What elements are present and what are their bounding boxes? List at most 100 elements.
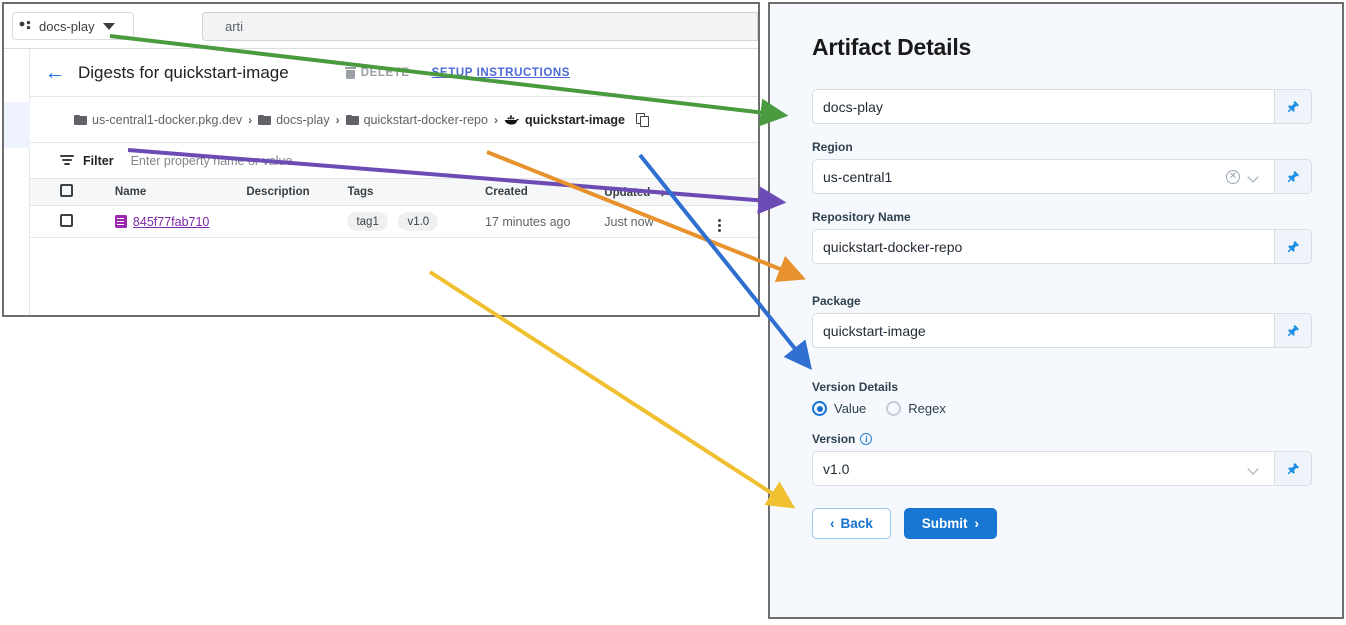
breadcrumb-item-repository[interactable]: quickstart-docker-repo (345, 112, 488, 127)
info-icon[interactable]: i (860, 433, 873, 445)
breadcrumb-separator: › (248, 112, 253, 127)
trash-icon (344, 66, 356, 79)
table-header-row: Name Description Tags Created Updated ↓ (30, 179, 758, 206)
pin-package-button[interactable] (1274, 313, 1312, 348)
pin-icon (1287, 100, 1299, 112)
cell-updated: Just now (604, 205, 718, 238)
repository-name-input[interactable]: quickstart-docker-repo (812, 229, 1274, 264)
version-details-label: Version Details (812, 380, 899, 394)
back-arrow-icon[interactable]: ← (44, 61, 66, 84)
digests-table: Name Description Tags Created Updated ↓ (30, 179, 758, 238)
select-all-header (30, 179, 115, 206)
cell-created: 17 minutes ago (484, 205, 605, 238)
breadcrumb-item-package[interactable]: quickstart-image (504, 113, 625, 127)
radio-regex-indicator (886, 401, 902, 416)
column-header-created[interactable]: Created (484, 179, 605, 206)
page-header: ← Digests for quickstart-image DELETE SE… (30, 49, 758, 97)
column-header-updated-label: Updated (604, 187, 651, 199)
breadcrumb: us-central1-docker.pkg.dev › docs-play ›… (30, 97, 758, 143)
header-actions: DELETE SETUP INSTRUCTIONS (344, 66, 571, 79)
field-region: Region us-central1 ✕ (812, 140, 1312, 194)
rail-active-indicator (4, 102, 30, 148)
row-checkbox[interactable] (60, 213, 73, 227)
project-dots-icon (19, 20, 31, 30)
version-input-value: v1.0 (823, 460, 850, 477)
filter-icon[interactable] (60, 155, 74, 166)
project-selector-label: docs-play (39, 18, 95, 34)
clear-icon[interactable]: ✕ (1226, 169, 1240, 184)
pin-icon (1287, 170, 1299, 182)
folder-icon (345, 114, 359, 125)
pin-region-button[interactable] (1274, 159, 1312, 194)
radio-value-indicator (812, 401, 827, 416)
chevron-down-icon[interactable] (1248, 463, 1260, 475)
back-chevron-icon: ‹ (830, 516, 835, 531)
select-all-checkbox[interactable] (60, 184, 73, 197)
row-select-cell (30, 205, 115, 238)
version-label: Version (812, 432, 856, 446)
region-input[interactable]: us-central1 ✕ (812, 159, 1274, 194)
column-header-tags[interactable]: Tags (347, 179, 485, 206)
console-content: ← Digests for quickstart-image DELETE SE… (30, 49, 758, 315)
breadcrumb-separator: › (493, 112, 498, 127)
breadcrumb-label: docs-play (276, 112, 330, 127)
field-project: docs-play (812, 89, 1312, 124)
submit-button-label: Submit (921, 516, 968, 531)
version-input[interactable]: v1.0 (812, 451, 1274, 486)
folder-icon (74, 114, 87, 125)
package-label: Package (812, 294, 861, 308)
pin-icon (1287, 324, 1299, 336)
column-header-updated[interactable]: Updated ↓ (604, 179, 718, 206)
cell-name: 845f77fab710 (114, 205, 247, 238)
submit-button[interactable]: Submit › (903, 508, 998, 539)
version-label-row: Version i (812, 432, 1312, 446)
chevron-down-icon (102, 22, 115, 30)
back-button[interactable]: ‹ Back (812, 508, 891, 539)
kebab-menu-icon[interactable] (717, 219, 721, 232)
project-input[interactable]: docs-play (812, 89, 1274, 124)
column-header-name[interactable]: Name (114, 179, 247, 206)
breadcrumb-label: quickstart-docker-repo (363, 112, 488, 127)
pin-icon (1287, 462, 1299, 474)
repository-name-label: Repository Name (812, 210, 911, 224)
pin-version-button[interactable] (1274, 451, 1312, 486)
delete-button-label: DELETE (360, 66, 410, 79)
pin-icon (1287, 240, 1299, 252)
radio-value-label: Value (834, 401, 867, 416)
cell-description (246, 205, 348, 238)
cell-tags: tag1 v1.0 (347, 205, 485, 238)
pin-repository-name-button[interactable] (1274, 229, 1312, 264)
breadcrumb-label: quickstart-image (524, 112, 625, 127)
tag-pill[interactable]: v1.0 (398, 212, 439, 231)
region-label: Region (812, 140, 853, 154)
page-title: Digests for quickstart-image (78, 62, 289, 82)
project-selector[interactable]: docs-play (12, 12, 134, 40)
radio-value[interactable]: Value (812, 401, 866, 416)
field-package: Package quickstart-image (812, 294, 1312, 348)
version-details-group: Version Details Value Regex (812, 380, 1312, 416)
copy-icon[interactable] (635, 113, 649, 127)
console-left-rail (4, 49, 30, 315)
setup-instructions-link[interactable]: SETUP INSTRUCTIONS (431, 66, 571, 79)
cell-row-menu (717, 205, 758, 238)
delete-button[interactable]: DELETE (344, 66, 410, 79)
column-header-description[interactable]: Description (246, 179, 348, 206)
filter-input[interactable]: Enter property name or value (130, 153, 293, 168)
breadcrumb-label: us-central1-docker.pkg.dev (92, 112, 243, 127)
submit-chevron-icon: › (974, 516, 980, 531)
breadcrumb-item-host[interactable]: us-central1-docker.pkg.dev (74, 113, 242, 127)
artifact-details-form-panel: Artifact Details docs-play Region (768, 2, 1344, 619)
chevron-down-icon[interactable] (1248, 171, 1260, 183)
filter-bar: Filter Enter property name or value (30, 143, 758, 179)
tag-pill[interactable]: tag1 (347, 212, 388, 231)
package-input[interactable]: quickstart-image (812, 313, 1274, 348)
form-actions: ‹ Back Submit › (812, 508, 1312, 539)
radio-regex[interactable]: Regex (886, 401, 946, 416)
digest-link[interactable]: 845f77fab710 (132, 214, 210, 229)
breadcrumb-item-project[interactable]: docs-play (258, 113, 330, 127)
console-search-input[interactable]: arti (202, 12, 758, 41)
breadcrumb-separator: › (335, 112, 340, 127)
package-input-value: quickstart-image (823, 322, 926, 339)
pin-project-button[interactable] (1274, 89, 1312, 124)
table-row[interactable]: 845f77fab710 tag1 v1.0 17 minutes ago Ju… (30, 205, 758, 238)
